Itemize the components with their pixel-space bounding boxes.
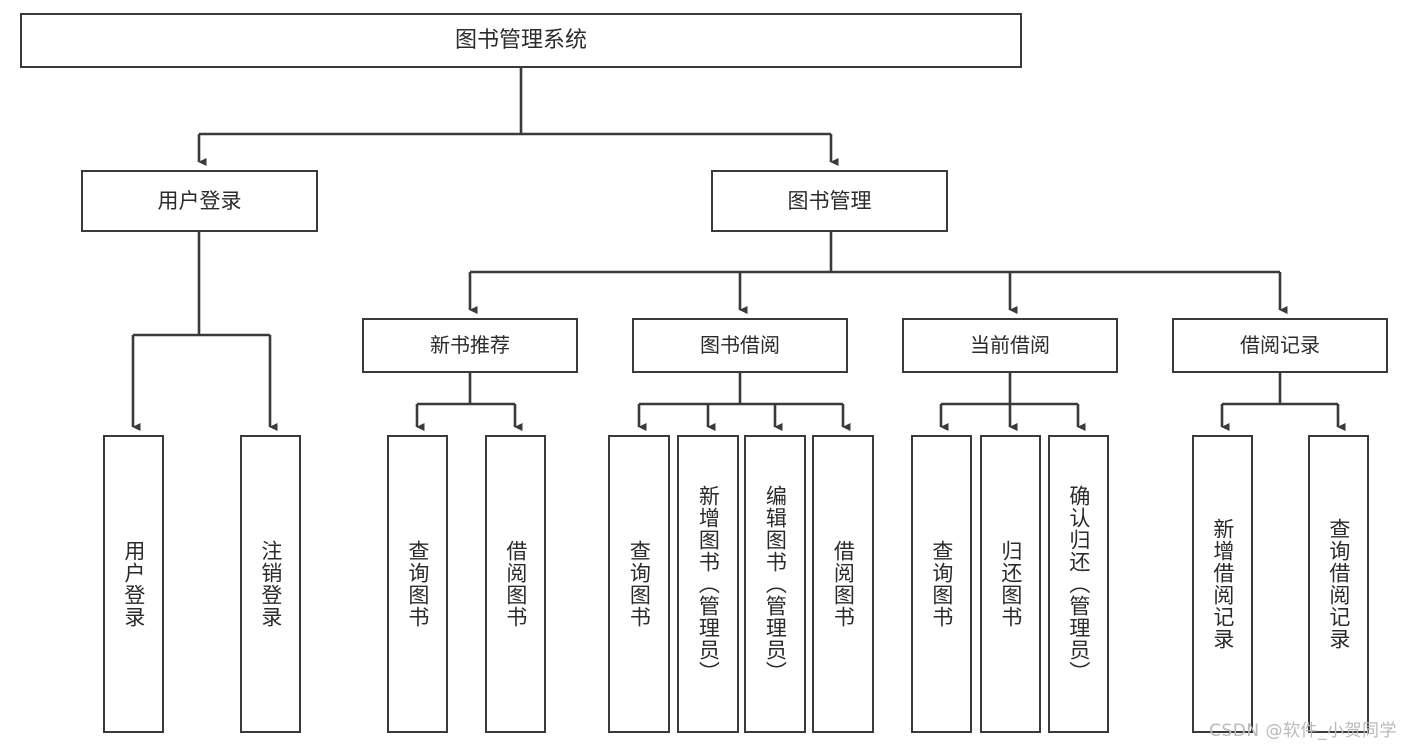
leaf-new-book-borrow[interactable]: 借阅图书 (485, 435, 546, 733)
node-label: 新增图书（管理员） (696, 485, 721, 683)
csdn-watermark: CSDN @软件_小贺同学 (1209, 721, 1397, 741)
node-label: 图书管理 (787, 188, 872, 213)
node-book-management[interactable]: 图书管理 (711, 170, 948, 232)
leaf-borrow-record-query[interactable]: 查询借阅记录 (1308, 435, 1369, 733)
node-label: 查询借阅记录 (1326, 518, 1351, 650)
node-label: 注销登录 (258, 540, 283, 628)
leaf-user-login-login[interactable]: 用户登录 (103, 435, 164, 733)
leaf-book-borrow-borrow[interactable]: 借阅图书 (812, 435, 874, 733)
leaf-borrow-record-add[interactable]: 新增借阅记录 (1192, 435, 1253, 733)
node-label: 查询图书 (929, 540, 954, 628)
leaf-user-login-logout[interactable]: 注销登录 (240, 435, 301, 733)
node-label: 归还图书 (998, 540, 1023, 628)
leaf-new-book-query[interactable]: 查询图书 (387, 435, 448, 733)
node-label: 借阅记录 (1240, 333, 1320, 357)
node-root-system[interactable]: 图书管理系统 (20, 13, 1022, 68)
node-label: 借阅图书 (503, 540, 528, 628)
leaf-current-borrow-return[interactable]: 归还图书 (980, 435, 1041, 733)
node-label: 新增借阅记录 (1210, 518, 1235, 650)
leaf-current-borrow-query[interactable]: 查询图书 (911, 435, 972, 733)
node-book-borrow[interactable]: 图书借阅 (632, 318, 848, 373)
node-label: 确认归还（管理员） (1066, 485, 1091, 683)
node-label: 用户登录 (157, 188, 242, 213)
node-user-login[interactable]: 用户登录 (81, 170, 318, 232)
leaf-book-borrow-query[interactable]: 查询图书 (608, 435, 670, 733)
node-label: 新书推荐 (430, 333, 510, 357)
node-borrow-record[interactable]: 借阅记录 (1172, 318, 1388, 373)
node-label: 图书管理系统 (454, 27, 587, 53)
node-label: 当前借阅 (970, 333, 1050, 357)
node-label: 借阅图书 (831, 540, 856, 628)
node-label: 图书借阅 (700, 333, 780, 357)
node-current-borrow[interactable]: 当前借阅 (902, 318, 1118, 373)
node-new-book-recommend[interactable]: 新书推荐 (362, 318, 578, 373)
leaf-book-borrow-add[interactable]: 新增图书（管理员） (677, 435, 739, 733)
leaf-current-borrow-confirm-return[interactable]: 确认归还（管理员） (1048, 435, 1109, 733)
node-label: 查询图书 (405, 540, 430, 628)
leaf-book-borrow-edit[interactable]: 编辑图书（管理员） (744, 435, 806, 733)
node-label: 查询图书 (627, 540, 652, 628)
node-label: 用户登录 (121, 540, 146, 628)
node-label: 编辑图书（管理员） (763, 485, 788, 683)
